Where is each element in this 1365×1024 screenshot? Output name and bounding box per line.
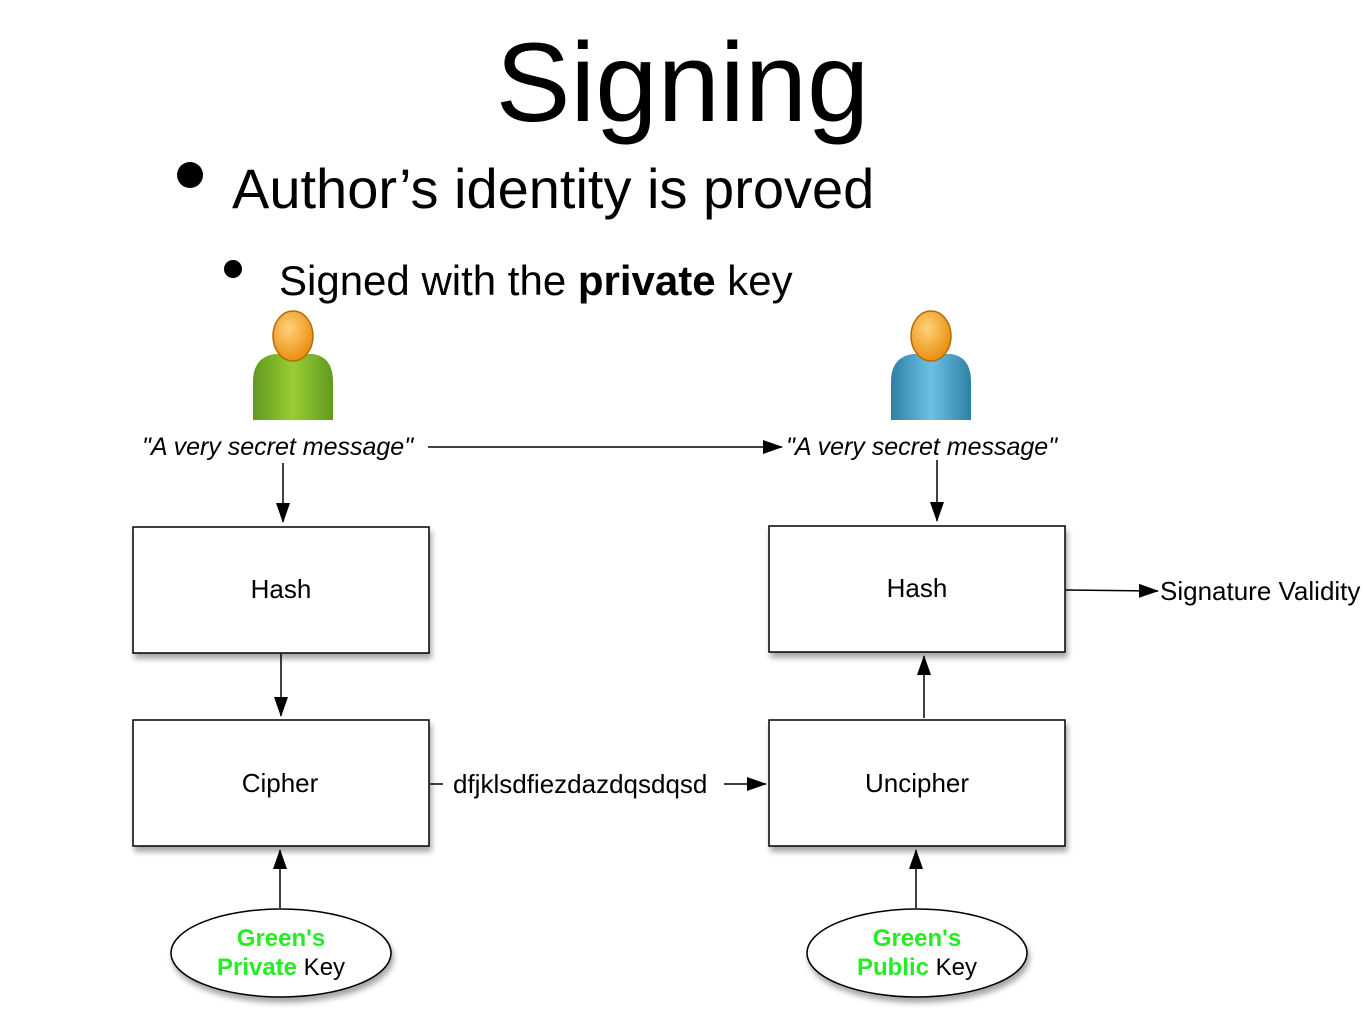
private-key-suffix: Key: [297, 954, 345, 981]
receiver-message: "A very secret message": [786, 433, 1058, 461]
receiver-hash-label: Hash: [887, 573, 948, 603]
bullet-level2-text-after: key: [715, 257, 793, 304]
bullet-level2-text-before: Signed with the: [279, 257, 578, 304]
page-title: Signing: [495, 20, 870, 145]
private-key-name: Private: [217, 954, 297, 981]
bullet-dot-level2: [224, 260, 242, 278]
bullet-level2-bold: private: [577, 257, 716, 304]
public-key-name: Public: [857, 954, 929, 981]
private-key-ellipse: Green's Private Key: [170, 908, 392, 998]
private-key-owner: Green's: [237, 925, 325, 952]
hash-to-validity-arrow: [1065, 583, 1159, 598]
public-key-ellipse: Green's Public Key: [806, 908, 1028, 998]
uncipher-box: Uncipher: [768, 719, 1066, 847]
bullet-level1: Author’s identity is proved: [232, 157, 875, 220]
cipher-box: Cipher: [132, 719, 430, 847]
public-key-owner: Green's: [873, 925, 961, 952]
uncipher-label: Uncipher: [865, 768, 969, 798]
bullet-dot-level1: [177, 162, 203, 188]
sender-hash-label: Hash: [251, 574, 312, 604]
sender-avatar-icon: [253, 310, 333, 420]
cipher-label: Cipher: [242, 768, 319, 798]
receiver-hash-box: Hash: [768, 525, 1066, 653]
sender-message: "A very secret message": [142, 433, 414, 461]
receiver-avatar-icon: [891, 310, 971, 420]
ciphertext-label: dfjklsdfiezdazdqsdqsd: [453, 769, 707, 799]
bullet-level2: Signed with the private key: [279, 256, 793, 306]
private-key-label: Private Key: [217, 954, 345, 981]
sender-hash-box: Hash: [132, 526, 430, 654]
public-key-label: Public Key: [857, 954, 977, 981]
public-key-suffix: Key: [929, 954, 977, 981]
signature-validity-label: Signature Validity: [1160, 576, 1360, 606]
